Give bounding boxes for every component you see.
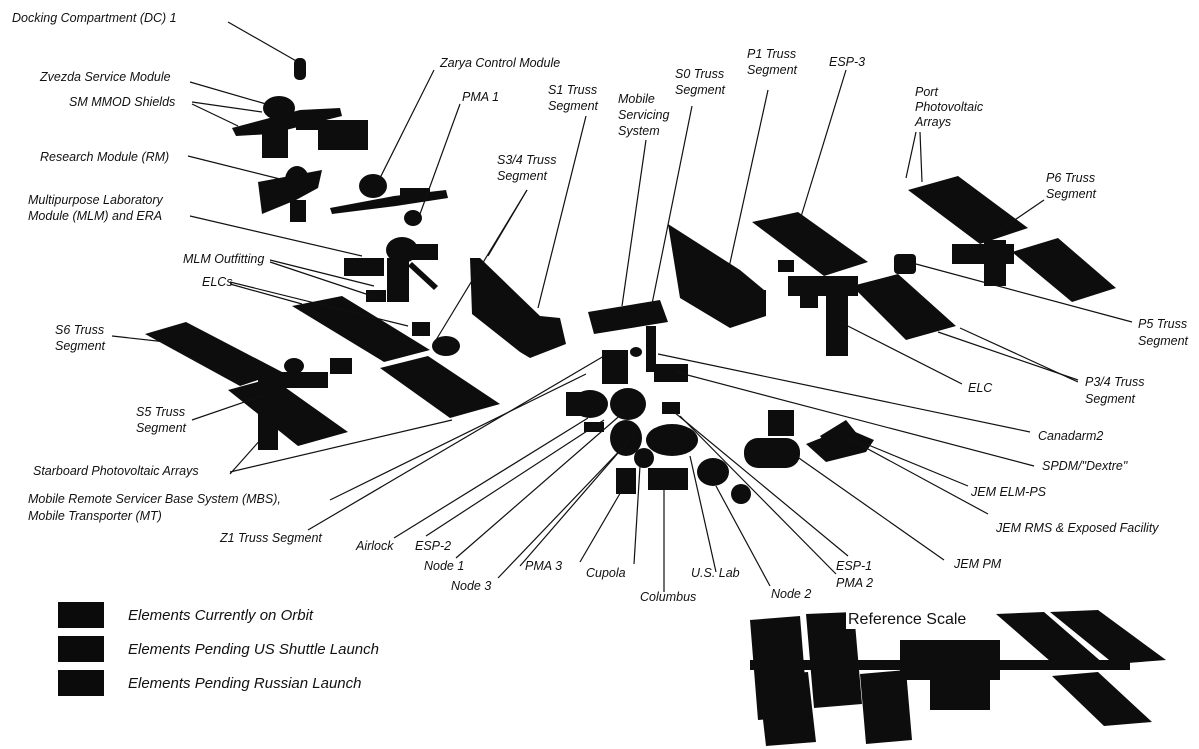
label-s0-1: S0 Truss: [675, 67, 724, 81]
label-z1: Z1 Truss Segment: [219, 531, 322, 545]
label-s1-1: S1 Truss: [548, 83, 597, 97]
legend-item-on-orbit: Elements Currently on Orbit: [58, 598, 379, 632]
label-mlm-1: Multipurpose Laboratory: [28, 193, 164, 207]
mlm-shape: [344, 237, 438, 302]
legend-label: Elements Pending US Shuttle Launch: [128, 640, 379, 658]
label-elc: ELC: [968, 381, 993, 395]
label-s0-2: Segment: [675, 83, 726, 97]
p5-truss-shape: [894, 254, 916, 274]
label-node2: Node 2: [771, 587, 811, 601]
label-s6-1: S6 Truss: [55, 323, 104, 337]
label-esp2: ESP-2: [415, 539, 451, 553]
label-elcs: ELCs: [202, 275, 233, 289]
label-zarya: Zarya Control Module: [439, 56, 560, 70]
legend: Elements Currently on Orbit Elements Pen…: [58, 598, 379, 700]
label-canadarm2: Canadarm2: [1038, 429, 1103, 443]
reference-scale-title: Reference Scale: [846, 611, 969, 629]
label-mss-2: Servicing: [618, 108, 669, 122]
jem-rms-shape: [806, 420, 874, 462]
pressurized-modules-shape: [566, 388, 800, 504]
label-mbs-1: Mobile Remote Servicer Base System (MBS)…: [28, 492, 281, 506]
label-us-lab: U.S. Lab: [691, 566, 740, 580]
p6-truss-shape: [908, 176, 1116, 302]
label-mbs-2: Mobile Transporter (MT): [28, 509, 162, 523]
label-pma3: PMA 3: [525, 559, 562, 573]
label-spa: Starboard Photovoltaic Arrays: [33, 464, 199, 478]
research-module-shape: [258, 166, 322, 222]
label-p34-1: P3/4 Truss: [1085, 375, 1145, 389]
legend-swatch: [58, 602, 104, 628]
port-arrays-p34-shape: [752, 212, 956, 356]
label-p6-2: Segment: [1046, 187, 1097, 201]
label-s1-2: Segment: [548, 99, 599, 113]
legend-item-russian: Elements Pending Russian Launch: [58, 666, 379, 700]
label-pma2: PMA 2: [836, 576, 873, 590]
label-esp3: ESP-3: [829, 55, 865, 69]
label-ppa-3: Arrays: [914, 115, 951, 129]
s0-mss-shape: [588, 300, 688, 384]
label-jem-elm: JEM ELM-PS: [970, 485, 1047, 499]
legend-label: Elements Currently on Orbit: [128, 606, 314, 624]
label-s34-2: Segment: [497, 169, 548, 183]
label-airlock: Airlock: [355, 539, 394, 553]
station-elements: [145, 58, 1116, 504]
label-p34-2: Segment: [1085, 392, 1136, 406]
label-columbus: Columbus: [640, 590, 696, 604]
label-p6-1: P6 Truss: [1046, 171, 1095, 185]
zvezda-shape: [232, 96, 368, 158]
label-s34-1: S3/4 Truss: [497, 153, 557, 167]
label-p1-1: P1 Truss: [747, 47, 796, 61]
leader-lines: [111, 21, 1133, 592]
starboard-arrays-shape: [145, 258, 566, 450]
zarya-shape: [330, 174, 448, 226]
label-s5-1: S5 Truss: [136, 405, 185, 419]
label-p5-2: Segment: [1138, 334, 1189, 348]
label-pma1: PMA 1: [462, 90, 499, 104]
label-esp1: ESP-1: [836, 559, 872, 573]
reference-scale-image: [750, 610, 1166, 746]
label-s5-2: Segment: [136, 421, 187, 435]
label-jem-rms: JEM RMS & Exposed Facility: [995, 521, 1159, 535]
label-ppa-2: Photovoltaic: [915, 100, 984, 114]
label-p1-2: Segment: [747, 63, 798, 77]
legend-swatch: [58, 670, 104, 696]
label-s6-2: Segment: [55, 339, 106, 353]
label-p5-1: P5 Truss: [1138, 317, 1187, 331]
label-cupola: Cupola: [586, 566, 626, 580]
label-mlm-outfitting: MLM Outfitting: [183, 252, 264, 266]
label-mlm-2: Module (MLM) and ERA: [28, 209, 162, 223]
docking-compartment-shape: [294, 58, 306, 80]
label-docking-compartment: Docking Compartment (DC) 1: [12, 11, 177, 25]
label-mss-3: System: [618, 124, 660, 138]
label-mss-1: Mobile: [618, 92, 655, 106]
labels: Docking Compartment (DC) 1 Zarya Control…: [12, 11, 1189, 604]
label-spdm: SPDM/"Dextre": [1042, 459, 1128, 473]
label-sm-mmod: SM MMOD Shields: [69, 95, 175, 109]
label-jem-pm: JEM PM: [953, 557, 1002, 571]
label-zvezda: Zvezda Service Module: [39, 70, 171, 84]
p1-truss-shape: [668, 224, 766, 328]
label-ppa-1: Port: [915, 85, 938, 99]
legend-item-us-shuttle: Elements Pending US Shuttle Launch: [58, 632, 379, 666]
legend-label: Elements Pending Russian Launch: [128, 674, 362, 692]
legend-swatch: [58, 636, 104, 662]
label-node1: Node 1: [424, 559, 464, 573]
label-node3: Node 3: [451, 579, 491, 593]
label-research-module: Research Module (RM): [40, 150, 169, 164]
